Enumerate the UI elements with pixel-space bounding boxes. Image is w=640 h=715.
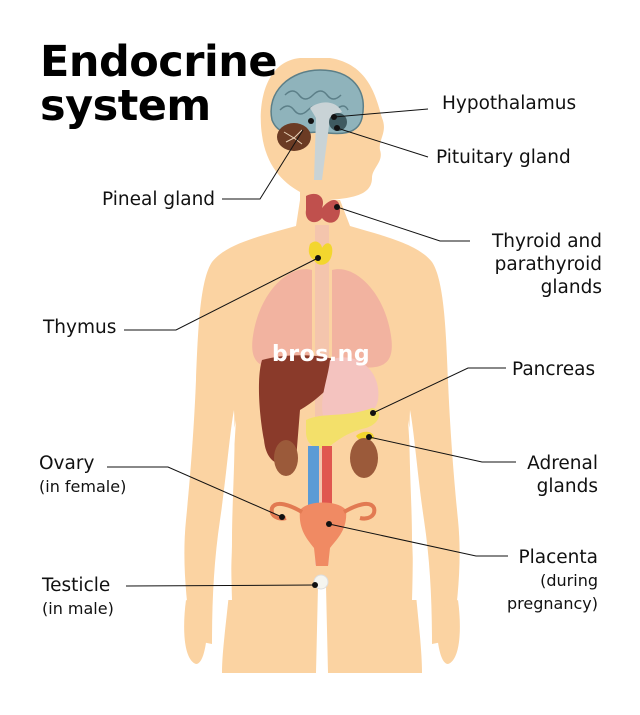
diagram-title: Endocrine system <box>40 37 278 131</box>
adrenal-line-1: Adrenal <box>527 453 598 474</box>
artery <box>322 446 332 516</box>
left-lung <box>252 269 312 368</box>
ovary-note: (in female) <box>39 477 127 496</box>
label-pituitary-gland: Pituitary gland <box>436 147 571 168</box>
testicle-note: (in male) <box>42 599 114 618</box>
pancreas <box>306 408 380 449</box>
liver <box>258 355 340 465</box>
thyroid-gland <box>305 193 340 223</box>
thyroid-line-1: Thyroid and <box>491 231 602 252</box>
right-lung <box>332 269 392 368</box>
label-thymus: Thymus <box>43 317 117 338</box>
thyroid-line-2: parathyroid <box>494 254 602 275</box>
label-testicle: Testicle (in male) <box>42 574 114 620</box>
thymus-gland <box>308 241 333 265</box>
label-placenta: Placenta (during pregnancy) <box>507 546 598 615</box>
watermark: bros.ng <box>272 342 371 367</box>
uterus <box>299 502 347 566</box>
title-line-2: system <box>40 81 211 131</box>
testicle-name: Testicle <box>42 575 111 596</box>
vein <box>308 446 319 516</box>
cerebellum <box>277 123 311 151</box>
label-pancreas: Pancreas <box>512 359 596 380</box>
ovary-name: Ovary <box>39 453 95 474</box>
label-hypothalamus: Hypothalamus <box>442 93 577 114</box>
label-pineal-gland: Pineal gland <box>102 189 216 210</box>
leader-lines <box>107 108 516 587</box>
placenta-name: Placenta <box>518 547 598 568</box>
label-adrenal-glands: Adrenal glands <box>527 452 598 498</box>
title-line-1: Endocrine <box>40 37 278 87</box>
leader-dots <box>279 114 376 588</box>
placenta-note-2: pregnancy) <box>507 594 598 613</box>
label-thyroid: Thyroid and parathyroid glands <box>492 230 602 299</box>
adrenal-line-2: glands <box>536 476 598 497</box>
stomach <box>322 357 379 424</box>
thyroid-line-3: glands <box>540 277 602 298</box>
placenta-note-1: (during <box>540 571 598 590</box>
kidney <box>350 438 378 478</box>
label-ovary: Ovary (in female) <box>39 452 126 498</box>
